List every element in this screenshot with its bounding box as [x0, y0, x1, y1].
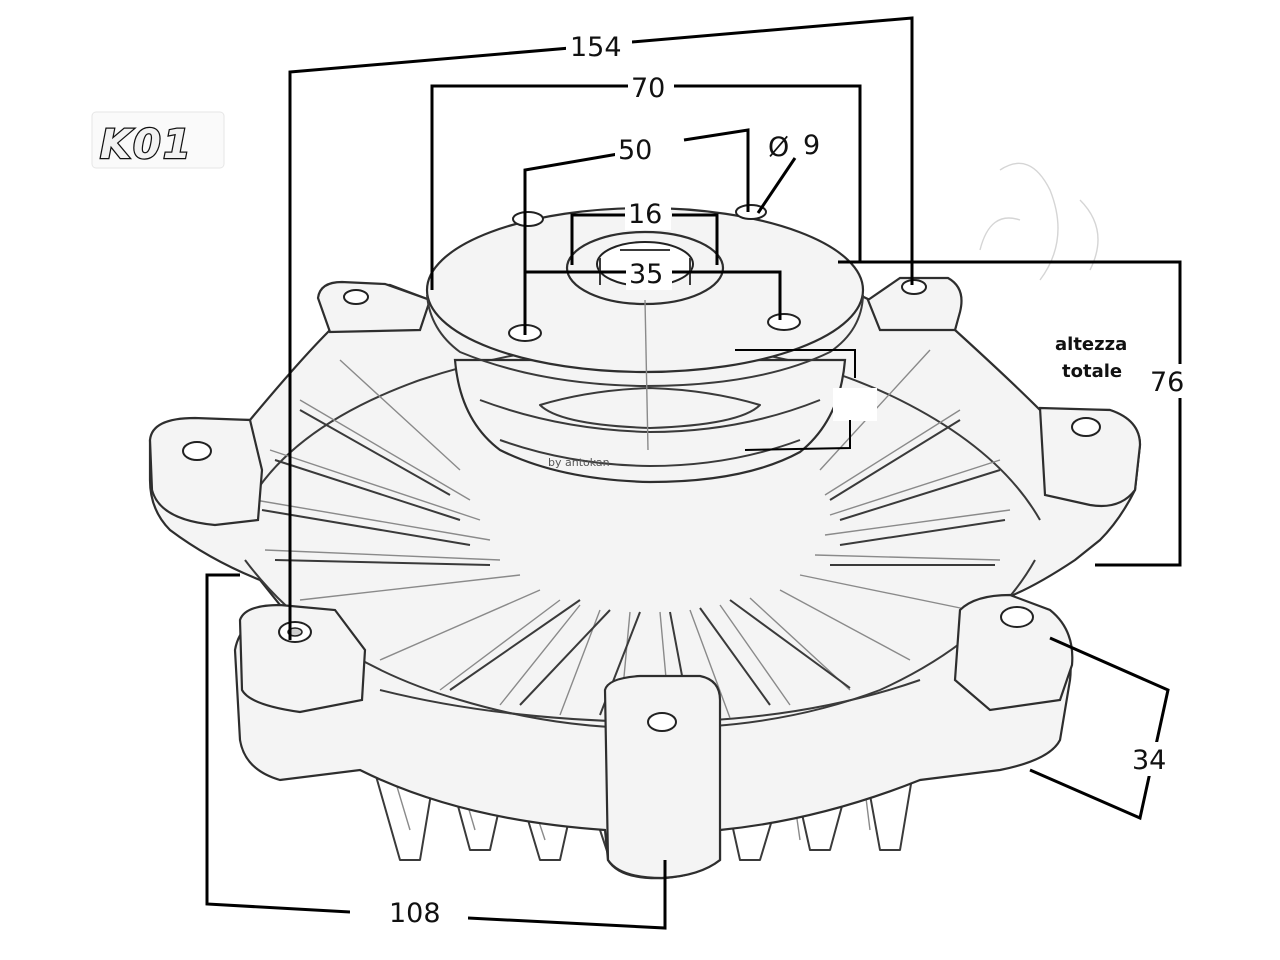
height-label-line1: altezza — [1055, 334, 1127, 355]
radial-fins — [254, 349, 1011, 723]
dim-hole-diameter: 9 — [803, 130, 820, 161]
height-label-line2: totale — [1062, 361, 1122, 382]
dim-total-height: 76 — [1150, 367, 1184, 398]
drawing-credit: by antokan — [548, 456, 610, 469]
dim-bore: 16 — [628, 199, 662, 230]
dim-bore-pilot: 35 — [629, 259, 663, 290]
fan-clutch-body — [148, 204, 1142, 880]
dim-overall-width: 154 — [570, 32, 622, 63]
blank-label-box — [833, 388, 877, 421]
dim-bolt-circle: 50 — [618, 135, 652, 166]
dimension-lines — [205, 16, 1182, 930]
fin-ridges — [261, 409, 1006, 719]
dim-base-thickness: 34 — [1132, 745, 1166, 776]
dim-diameter-symbol: Ø — [768, 132, 789, 163]
part-code: K01 — [100, 122, 193, 168]
part-code-badge: K01 — [91, 111, 225, 169]
dim-flange-diameter: 70 — [631, 73, 665, 104]
dimension-labels: 154 70 50 Ø 9 16 35 altezza totale 76 34… — [350, 28, 1194, 932]
dim-base-span: 108 — [389, 898, 441, 929]
mounting-ears — [148, 276, 1142, 880]
